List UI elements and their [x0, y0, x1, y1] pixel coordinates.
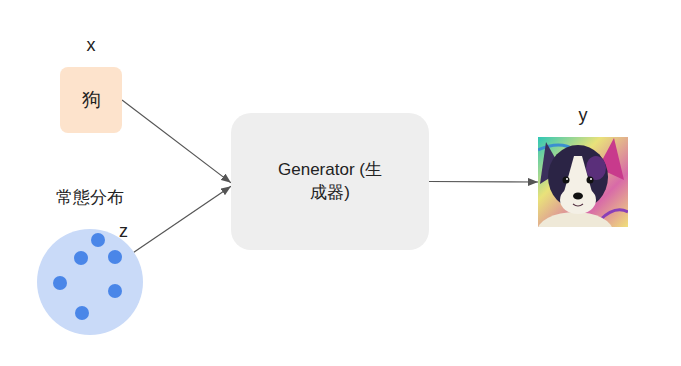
distribution-circle: 常態分布z [37, 229, 143, 335]
sample-dot [75, 306, 89, 320]
input-box: x狗 [60, 67, 122, 133]
distribution-shape [37, 229, 143, 335]
sample-dot [53, 276, 67, 290]
sample-dot [108, 284, 122, 298]
input-variable: x [40, 35, 142, 56]
flow-arrow [122, 100, 231, 183]
generator-label: Generator (生成器) [275, 159, 385, 203]
sample-dot [91, 233, 105, 247]
sample-dot [74, 251, 88, 265]
circle-outline [37, 229, 143, 335]
generator-box: Generator (生成器) [231, 113, 429, 250]
input-text: 狗 [82, 87, 101, 113]
output-variable: y [538, 105, 628, 126]
flow-arrow [134, 186, 231, 252]
flow-arrow [429, 181, 538, 183]
output-image: y [538, 137, 628, 227]
latent-variable: z [119, 221, 128, 242]
distribution-title: 常態分布 [7, 186, 173, 209]
sample-dot [108, 250, 122, 264]
